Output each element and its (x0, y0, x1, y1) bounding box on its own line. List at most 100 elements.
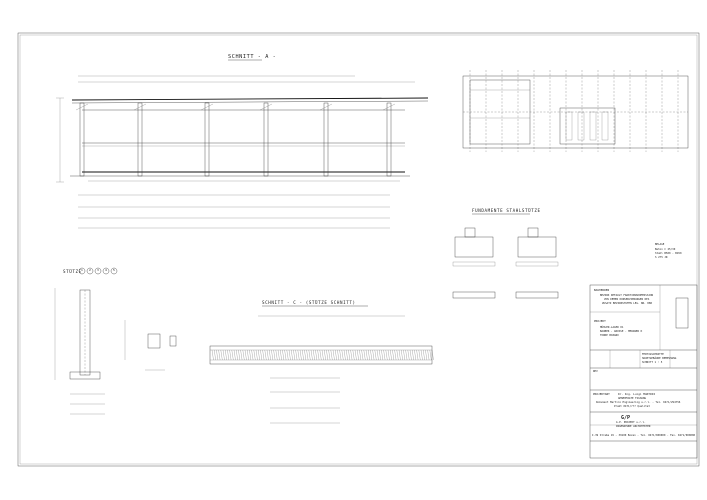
sheet-inner-border (19, 34, 698, 465)
hatch-line (330, 349, 333, 361)
hatch-line (236, 349, 238, 361)
hatch-line (271, 349, 274, 361)
hatch-line (392, 349, 395, 361)
hatch-line (374, 349, 377, 361)
hatch-line (266, 349, 269, 361)
tb-designer-line-3: Prakt 0471/??? Qualitat (614, 404, 650, 408)
hatch-line (359, 349, 362, 361)
hatch-line (427, 349, 430, 361)
plan-stair (577, 111, 585, 141)
foundation-title: FUNDAMENTE STAHLSTÜTZE (472, 208, 541, 213)
hatch-line (423, 349, 425, 361)
hatch-line (412, 349, 414, 361)
hatch-line (352, 349, 355, 361)
hatch-line (368, 349, 370, 361)
bracing-5 (319, 103, 333, 111)
hatch-line (216, 349, 219, 361)
hatch-line (385, 349, 388, 361)
tb-client-line-3: ZUSATZ BEZIRKSTUFEN LEG. NR. 888 (602, 301, 652, 305)
hatch-line (376, 349, 379, 361)
hatch-line (222, 349, 225, 361)
hatch-line (242, 349, 245, 361)
column-2 (137, 102, 143, 177)
support-circle-shape (102, 267, 110, 275)
hatch-line (348, 349, 351, 361)
hatch-line (258, 349, 260, 361)
hatch-line (293, 349, 296, 361)
hatch-line (383, 349, 386, 361)
tb-company-name: G.P. PROJEKT s.r.l. (616, 420, 646, 424)
tb-project-line-3: TORRE BOZANO (600, 333, 619, 337)
hatch-line (251, 349, 254, 361)
hatch-line (280, 349, 282, 361)
side-note-line-1: BELAGE (655, 242, 665, 246)
hatch-line (308, 349, 311, 361)
hatch-line (233, 349, 236, 361)
hatch-line (337, 349, 340, 361)
hatch-line (231, 349, 234, 361)
hatch-line (313, 349, 315, 361)
hatch-line (414, 349, 417, 361)
hatch-line (365, 349, 368, 361)
tb-project-line-1: MÜHLEN-LAGER 01 (600, 324, 624, 329)
plan-stair (589, 111, 597, 141)
tb-footer-address: I-39 Straße 19 - 39100 Bozen - Tel. 0471… (592, 433, 696, 437)
hatch-line (379, 349, 381, 361)
hatch-line (341, 349, 344, 361)
plan-stair (565, 111, 573, 141)
hatch-line (211, 349, 214, 361)
tb-designer-label: PROJEKTANT (593, 392, 610, 396)
hatch-line (420, 349, 423, 361)
hatch-line (302, 349, 304, 361)
column-5 (323, 102, 329, 177)
tb-drawing-line-2: HAUPTGEBÄUDE BEMESSUNG (642, 355, 677, 360)
tb-small-drawing (675, 297, 689, 329)
hatch-line (229, 349, 232, 361)
hatch-line (315, 349, 318, 361)
column-3 (204, 102, 210, 177)
hatch-line (244, 349, 247, 361)
hatch-line (260, 349, 263, 361)
support-elevation (54, 288, 105, 415)
supports-title: STÜTZE (63, 269, 82, 274)
tb-designer-line-2: Dokument Martini Engineering s.r.l. - Te… (596, 400, 681, 404)
side-note-line-4: S 275 JR (655, 255, 668, 259)
hatch-line (273, 349, 276, 361)
section-c-title: SCHNITT - C - (STÜTZE SCHNITT) (262, 300, 356, 305)
column-6 (386, 102, 392, 177)
support-circle-shape (94, 267, 102, 275)
support-circle-1: 1 (81, 268, 83, 272)
hatch-line (396, 349, 399, 361)
bracing-4 (259, 103, 273, 111)
hatch-line (390, 349, 392, 361)
hatch-line (214, 349, 216, 361)
plan-stair (601, 111, 609, 141)
hatch-line (363, 349, 366, 361)
plan-view (462, 70, 689, 152)
hatch-line (295, 349, 298, 361)
support-circle-3: 3 (97, 268, 99, 272)
hatch-line (418, 349, 421, 361)
hatch-line (304, 349, 307, 361)
bracing-3 (200, 103, 214, 111)
hatch-line (220, 349, 223, 361)
side-note: BELAGE Beton C 25/30 Stahl B500 - B450 S… (655, 242, 682, 259)
hatch-line (225, 349, 227, 361)
hatch-line (310, 349, 313, 361)
hatch-line (218, 349, 221, 361)
hatch-line (372, 349, 375, 361)
foundation-detail-left (452, 227, 496, 299)
tb-client-label: BAUHERREN (594, 288, 609, 292)
hatch-line (297, 349, 300, 361)
supports-circles (78, 267, 118, 275)
hatch-line (425, 349, 428, 361)
hatch-line (361, 349, 364, 361)
bracing-2 (133, 103, 147, 111)
hatch-line (401, 349, 403, 361)
hatch-line (339, 349, 342, 361)
column-1 (79, 102, 85, 177)
sheet-border (17, 32, 700, 467)
hatch-line (317, 349, 320, 361)
